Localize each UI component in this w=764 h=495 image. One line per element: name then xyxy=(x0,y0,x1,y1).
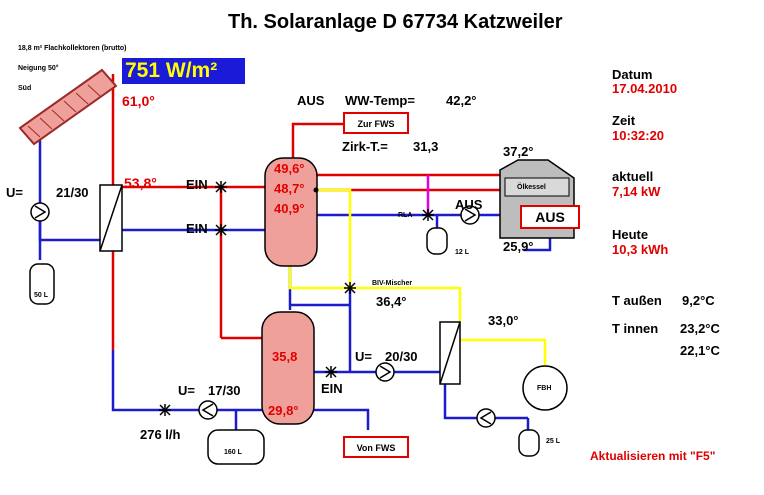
indoor-temp-value-1: 23,2°C xyxy=(680,321,720,336)
today-value: 10,3 kWh xyxy=(612,242,669,257)
fbh-label: FBH xyxy=(537,385,552,392)
flow-rate: 276 l/h xyxy=(140,427,181,442)
upper-valve-state: EIN xyxy=(186,177,208,192)
today-label: Heute xyxy=(612,227,649,242)
lower-tank-temp-mid: 35,8 xyxy=(272,349,298,364)
heating-pump-value: 20/30 xyxy=(385,349,418,364)
rla-valve-icon xyxy=(422,209,434,221)
flow-meter-icon xyxy=(159,404,171,416)
hot-water-state: AUS xyxy=(297,93,325,108)
date-value: 17.04.2010 xyxy=(612,81,678,96)
upper-valve-icon xyxy=(215,181,227,193)
heating-heat-exchanger xyxy=(439,321,461,385)
boiler-expansion-tank-label: 12 L xyxy=(455,249,470,256)
fbh-expansion-tank xyxy=(518,429,540,457)
collector-area-label: 18,8 m² Flachkollektoren (brutto) xyxy=(18,45,127,52)
fbh-expansion-tank-label: 25 L xyxy=(546,438,561,445)
fbh-return-pump xyxy=(476,408,496,428)
collector-orientation-label: Süd xyxy=(18,85,32,92)
lower-pump-value: 17/30 xyxy=(208,383,241,398)
hot-water-temp-label: WW-Temp= xyxy=(345,93,415,108)
boiler-label: Ölkessel xyxy=(517,184,546,191)
solar-pump-value: 21/30 xyxy=(56,185,89,200)
outdoor-temp-value: 9,2°C xyxy=(682,293,715,308)
solar-expansion-tank xyxy=(29,263,55,305)
boiler-pump-state: AUS xyxy=(455,197,483,212)
refresh-hint: Aktualisieren mit "F5" xyxy=(590,449,716,463)
solar-pump-label: U= xyxy=(6,185,23,200)
heating-pump xyxy=(375,362,395,382)
indoor-temp-value-2: 22,1°C xyxy=(680,343,720,358)
boiler-state-label: AUS xyxy=(535,209,565,225)
solar-heat-exchanger xyxy=(99,184,123,252)
time-value: 10:32:20 xyxy=(612,128,665,143)
page-title: Th. Solaranlage D 67734 Katzweiler xyxy=(228,11,563,33)
junction-dot xyxy=(313,187,319,193)
lower-valve-state: EIN xyxy=(186,221,208,236)
irradiance-value: 751 W/m² xyxy=(125,59,218,82)
collector-return-temp: 53,8° xyxy=(124,175,157,191)
boiler-pump xyxy=(460,205,480,225)
power-value: 7,14 kW xyxy=(612,184,661,199)
date-label: Datum xyxy=(612,67,653,82)
upper-tank-temp-mid: 48,7° xyxy=(274,181,305,196)
solar-expansion-tank-label: 50 L xyxy=(34,292,49,299)
boiler-return-temp: 25,9° xyxy=(503,239,534,254)
upper-tank-temp-low: 40,9° xyxy=(274,201,305,216)
circulation-temp-value: 31,3 xyxy=(413,139,439,154)
solar-pump xyxy=(30,202,50,222)
lower-tank-valve-state: EIN xyxy=(321,381,343,396)
lower-expansion-tank xyxy=(207,429,265,465)
fws-out-button[interactable]: Zur FWS xyxy=(343,112,409,134)
mixer-valve-icon xyxy=(344,282,356,294)
fws-in-button[interactable]: Von FWS xyxy=(343,436,409,458)
mixer-label: BIV-Mischer xyxy=(372,280,413,287)
fws-in-label: Von FWS xyxy=(356,443,396,453)
rla-label: RLA xyxy=(398,212,413,219)
lower-tank-temp-bottom: 29,8° xyxy=(268,403,299,418)
fws-out-label: Zur FWS xyxy=(357,119,395,129)
lower-tank xyxy=(261,311,315,425)
lower-pump xyxy=(198,400,218,420)
irradiance-display: 751 W/m² xyxy=(122,58,245,84)
hot-water-temp-value: 42,2° xyxy=(446,93,477,108)
floor-heating xyxy=(522,365,568,411)
collector-outlet-temp: 61,0° xyxy=(122,93,155,109)
power-label: aktuell xyxy=(612,169,654,184)
collector-tilt-label: Neigung 50° xyxy=(18,65,59,72)
heating-pump-label: U= xyxy=(355,349,372,364)
circulation-temp-label: Zirk-T.= xyxy=(342,139,388,154)
valves xyxy=(159,181,434,416)
solar-collector xyxy=(18,68,118,146)
lower-pump-label: U= xyxy=(178,383,195,398)
outdoor-temp-label: T außen xyxy=(612,293,662,308)
lower-expansion-tank-label: 160 L xyxy=(224,449,242,456)
upper-tank xyxy=(264,157,318,267)
pumps xyxy=(30,202,496,428)
lower-valve-icon xyxy=(215,224,227,236)
expansion-tanks xyxy=(29,227,540,465)
boiler-flow-temp: 37,2° xyxy=(503,144,534,159)
lower-tank-valve-icon xyxy=(325,366,337,378)
heating-flow-temp: 33,0° xyxy=(488,313,519,328)
mixer-temp: 36,4° xyxy=(376,294,407,309)
boiler-state-button[interactable]: AUS xyxy=(520,205,580,229)
indoor-temp-label: T innen xyxy=(612,321,659,336)
time-label: Zeit xyxy=(612,113,636,128)
boiler-expansion-tank xyxy=(426,227,448,255)
upper-tank-temp-top: 49,6° xyxy=(274,161,305,176)
